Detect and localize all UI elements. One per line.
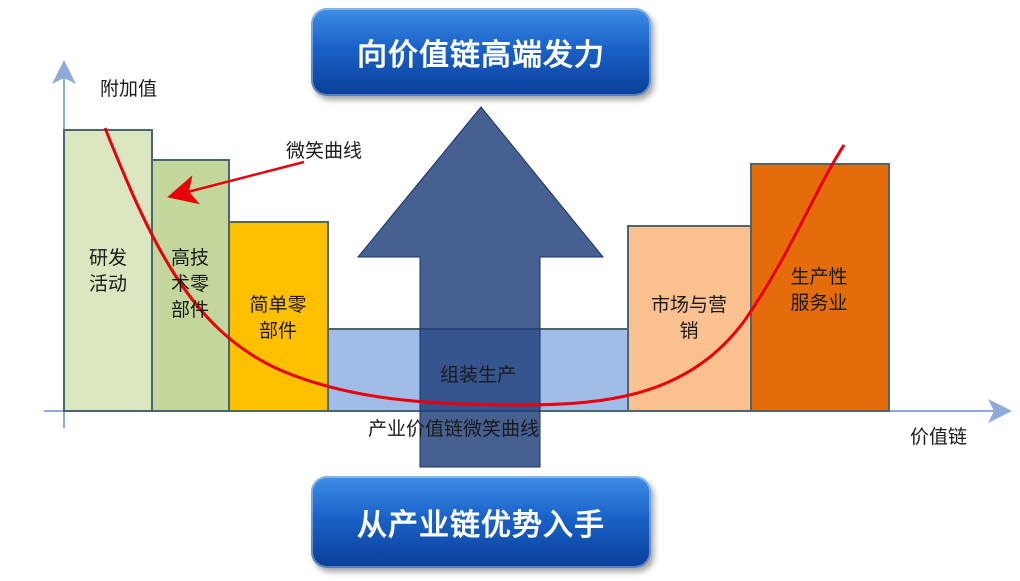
smile-curve-line bbox=[103, 127, 846, 407]
bottom-banner: 从产业链优势入手 bbox=[311, 476, 651, 568]
segment-label-line: 简单零 bbox=[249, 294, 307, 316]
segment-box-service bbox=[750, 163, 890, 412]
segment-label-simple: 简单零部件 bbox=[218, 292, 338, 344]
segment-label-line: 部件 bbox=[170, 299, 209, 321]
segment-label-line: 活动 bbox=[88, 273, 127, 295]
smile-curve-label: 微笑曲线 bbox=[286, 140, 363, 162]
segment-label-line: 服务业 bbox=[790, 292, 848, 314]
segment-label-line: 术零 bbox=[170, 273, 209, 295]
segment-label-assembly: 组装生产 bbox=[418, 362, 538, 388]
segment-box-hitech bbox=[151, 159, 230, 412]
segment-box-simple bbox=[228, 221, 329, 412]
upward-arrow bbox=[356, 106, 605, 468]
x-axis-label: 价值链 bbox=[910, 426, 968, 448]
segment-box-rnd bbox=[63, 129, 153, 412]
segment-label-line: 市场与营 bbox=[650, 294, 727, 316]
segment-label-rnd: 研发活动 bbox=[48, 245, 168, 297]
segment-label-line: 组装生产 bbox=[439, 364, 516, 386]
diagram-caption: 产业价值链微笑曲线 bbox=[368, 418, 540, 440]
curve-pointer-arrow bbox=[167, 160, 305, 205]
segment-label-line: 研发 bbox=[88, 247, 127, 269]
segment-label-line: 高技 bbox=[170, 247, 209, 269]
segment-label-marketing: 市场与营销 bbox=[629, 292, 749, 344]
top-banner: 向价值链高端发力 bbox=[311, 8, 651, 96]
y-axis-label: 附加值 bbox=[100, 78, 158, 100]
segment-label-line: 生产性 bbox=[790, 266, 848, 288]
segment-label-hitech: 高技术零部件 bbox=[130, 245, 250, 323]
segment-label-line: 部件 bbox=[258, 320, 297, 342]
segment-label-service: 生产性服务业 bbox=[759, 264, 879, 316]
segment-label-line: 销 bbox=[679, 320, 699, 342]
